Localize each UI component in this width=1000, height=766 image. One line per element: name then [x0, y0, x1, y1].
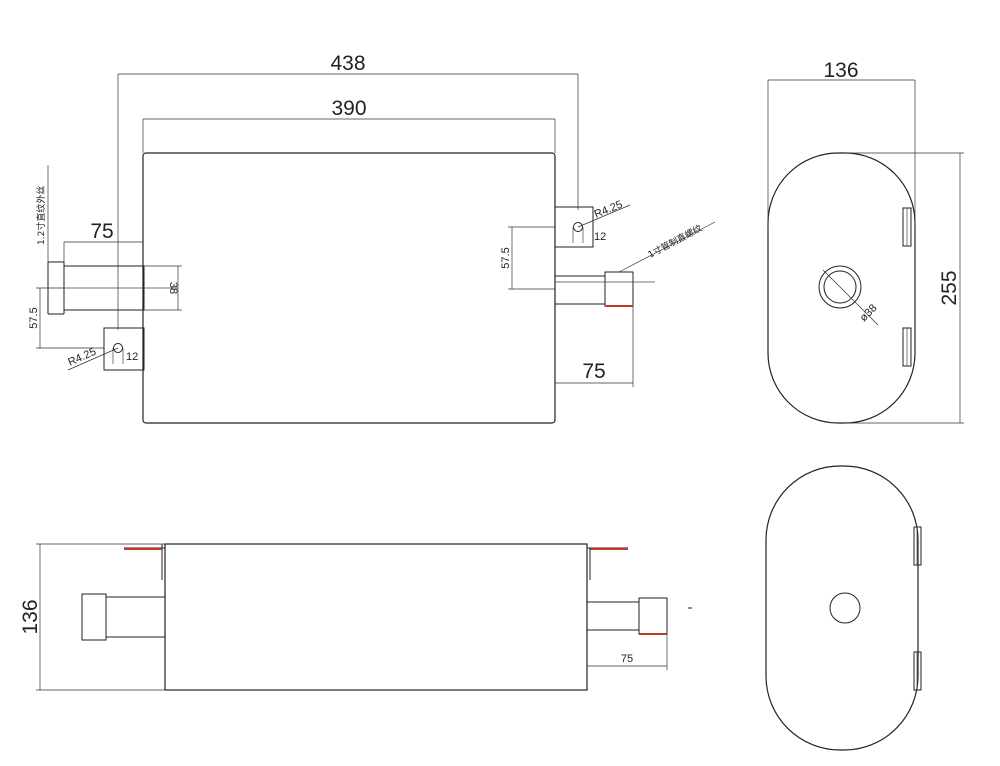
inlet-bracket [103, 327, 145, 371]
side-view: ø38 136 255 [767, 59, 964, 424]
dim-height-label: 255 [938, 270, 961, 305]
dim-overall-length-label: 438 [330, 52, 365, 75]
front-outlet-pipe [586, 601, 640, 631]
dim-width-front-label: 136 [19, 599, 42, 634]
top-view-body [142, 152, 556, 424]
end-view-body [765, 465, 919, 751]
inlet-pipe [47, 261, 178, 315]
dim-inlet-dia: 38 [144, 265, 182, 311]
note-outlet-thread-label: 1寸管制直螺纹 [646, 222, 704, 261]
dim-hole-radius-inlet-label: R4.25 [66, 346, 98, 369]
dim-hole-radius-outlet-label: R4.25 [593, 199, 625, 221]
dim-overall-length: 438 [117, 52, 579, 330]
dim-inlet-offset-label: 57.5 [28, 307, 40, 328]
outlet-pipe [554, 271, 655, 307]
note-inlet-thread-label: 1.2寸直纹外丝 [35, 186, 47, 245]
end-view-port [829, 592, 861, 624]
end-view [765, 465, 922, 751]
dim-hole-radius-outlet: R4.25 12 [577, 199, 631, 243]
top-view: 438 390 75 38 57.5 [28, 52, 716, 424]
dim-body-length: 390 [142, 97, 556, 153]
front-inlet-pipe [81, 593, 107, 641]
front-view: 136 75 [19, 543, 692, 691]
dim-hole-radius-inlet: R4.25 12 [66, 346, 138, 371]
front-view-body [164, 543, 588, 691]
port-outer [818, 265, 862, 309]
dim-inlet-dia-label: 38 [167, 282, 179, 294]
dim-outlet-offset-label: 57.5 [500, 247, 512, 268]
dim-body-length-label: 390 [331, 97, 366, 120]
dim-outlet-length-label: 75 [582, 360, 605, 383]
dim-outlet-length-front-label: 75 [621, 653, 633, 665]
dim-inlet-offset: 57.5 [28, 287, 104, 349]
note-inlet-thread: 1.2寸直纹外丝 [35, 165, 49, 262]
dim-outlet-offset: 57.5 [500, 226, 555, 290]
dim-inlet-length: 75 [63, 220, 143, 262]
port-inner [823, 270, 857, 304]
end-hinge-upper [913, 526, 922, 566]
end-hinge-lower [913, 651, 922, 691]
dim-width-top-label: 136 [823, 59, 858, 82]
outlet-bracket [554, 206, 594, 248]
dim-inlet-length-label: 75 [90, 220, 113, 243]
side-view-body [767, 152, 916, 424]
dim-outlet-length: 75 [555, 306, 634, 387]
dim-bracket-width-inlet-label: 12 [126, 351, 138, 363]
dim-bracket-width-outlet-label: 12 [594, 231, 606, 243]
note-outlet-thread: 1寸管制直螺纹 [618, 221, 716, 273]
